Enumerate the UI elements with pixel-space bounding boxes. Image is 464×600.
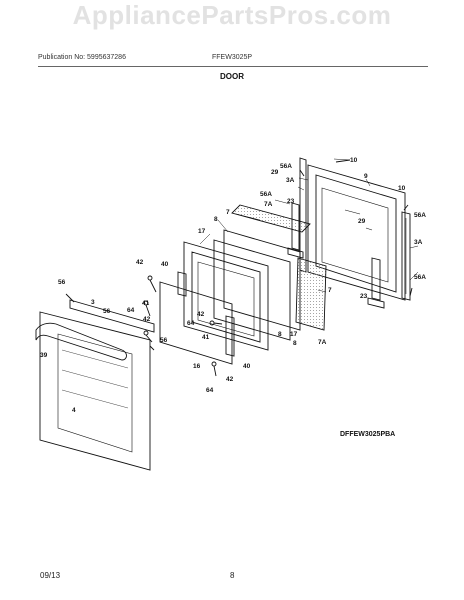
callout-7a: 7A	[264, 201, 273, 208]
callout-labels: 10 29 56A 3A 9 10 56A 23 7A 7 8 29 56A 3…	[40, 157, 426, 414]
inner-glass-panel	[213, 229, 301, 341]
callout-41: 41	[142, 300, 150, 307]
fasteners	[65, 159, 413, 377]
callout-41: 41	[202, 334, 210, 341]
door-handle	[35, 322, 127, 361]
callout-29: 29	[358, 218, 366, 225]
hinge-right	[367, 257, 385, 309]
callout-64: 64	[127, 307, 135, 314]
callout-56a: 56A	[260, 191, 272, 198]
callout-8: 8	[214, 216, 218, 223]
callout-17: 17	[198, 228, 206, 235]
callout-56: 56	[103, 308, 111, 315]
publication-number: Publication No: 5995637286	[38, 54, 126, 61]
diagram-title: DOOR	[220, 72, 244, 81]
callout-8: 8	[278, 331, 282, 338]
right-side-channel	[401, 211, 411, 301]
callout-40: 40	[243, 363, 251, 370]
header-divider	[38, 66, 428, 67]
footer-date: 09/13	[40, 571, 61, 580]
door-trim	[69, 299, 155, 333]
callout-56a: 56A	[414, 274, 426, 281]
callout-56: 56	[160, 337, 168, 344]
hinge-left	[287, 202, 304, 259]
callout-16: 16	[193, 363, 201, 370]
door-insulation	[231, 204, 327, 331]
callout-3: 3	[91, 299, 95, 306]
callout-64: 64	[187, 320, 195, 327]
callout-9: 9	[364, 173, 368, 180]
callout-42: 42	[143, 316, 151, 323]
inner-door-frame	[307, 164, 406, 301]
outer-glass	[159, 281, 233, 365]
callout-4: 4	[72, 407, 76, 414]
callout-23: 23	[360, 293, 368, 300]
callout-42: 42	[197, 311, 205, 318]
callout-8: 8	[293, 340, 297, 347]
callout-7: 7	[226, 209, 230, 216]
outer-door-panel	[39, 311, 151, 471]
callout-3a: 3A	[414, 239, 423, 246]
leader-lines	[199, 158, 419, 293]
callout-17: 17	[290, 331, 298, 338]
callout-56: 56	[58, 279, 66, 286]
callout-40: 40	[161, 261, 169, 268]
callout-7: 7	[328, 287, 332, 294]
callout-10: 10	[398, 185, 406, 192]
callout-10: 10	[350, 157, 358, 164]
callout-3a: 3A	[286, 177, 295, 184]
callout-23: 23	[287, 198, 295, 205]
callout-42: 42	[136, 259, 144, 266]
glass-retainer-frame	[183, 241, 269, 351]
callout-64: 64	[206, 387, 214, 394]
callout-39: 39	[40, 352, 48, 359]
model-number: FFEW3025P	[212, 54, 253, 61]
callout-56a: 56A	[414, 212, 426, 219]
page-number: 8	[230, 571, 235, 580]
watermark: AppliancePartsPros.com	[72, 0, 392, 30]
callout-29: 29	[271, 169, 279, 176]
diagram-code: DFFEW3025PBA	[340, 431, 396, 438]
callout-7a: 7A	[318, 339, 327, 346]
glass-bracket	[177, 271, 235, 357]
callout-56a: 56A	[280, 163, 292, 170]
callout-42: 42	[226, 376, 234, 383]
